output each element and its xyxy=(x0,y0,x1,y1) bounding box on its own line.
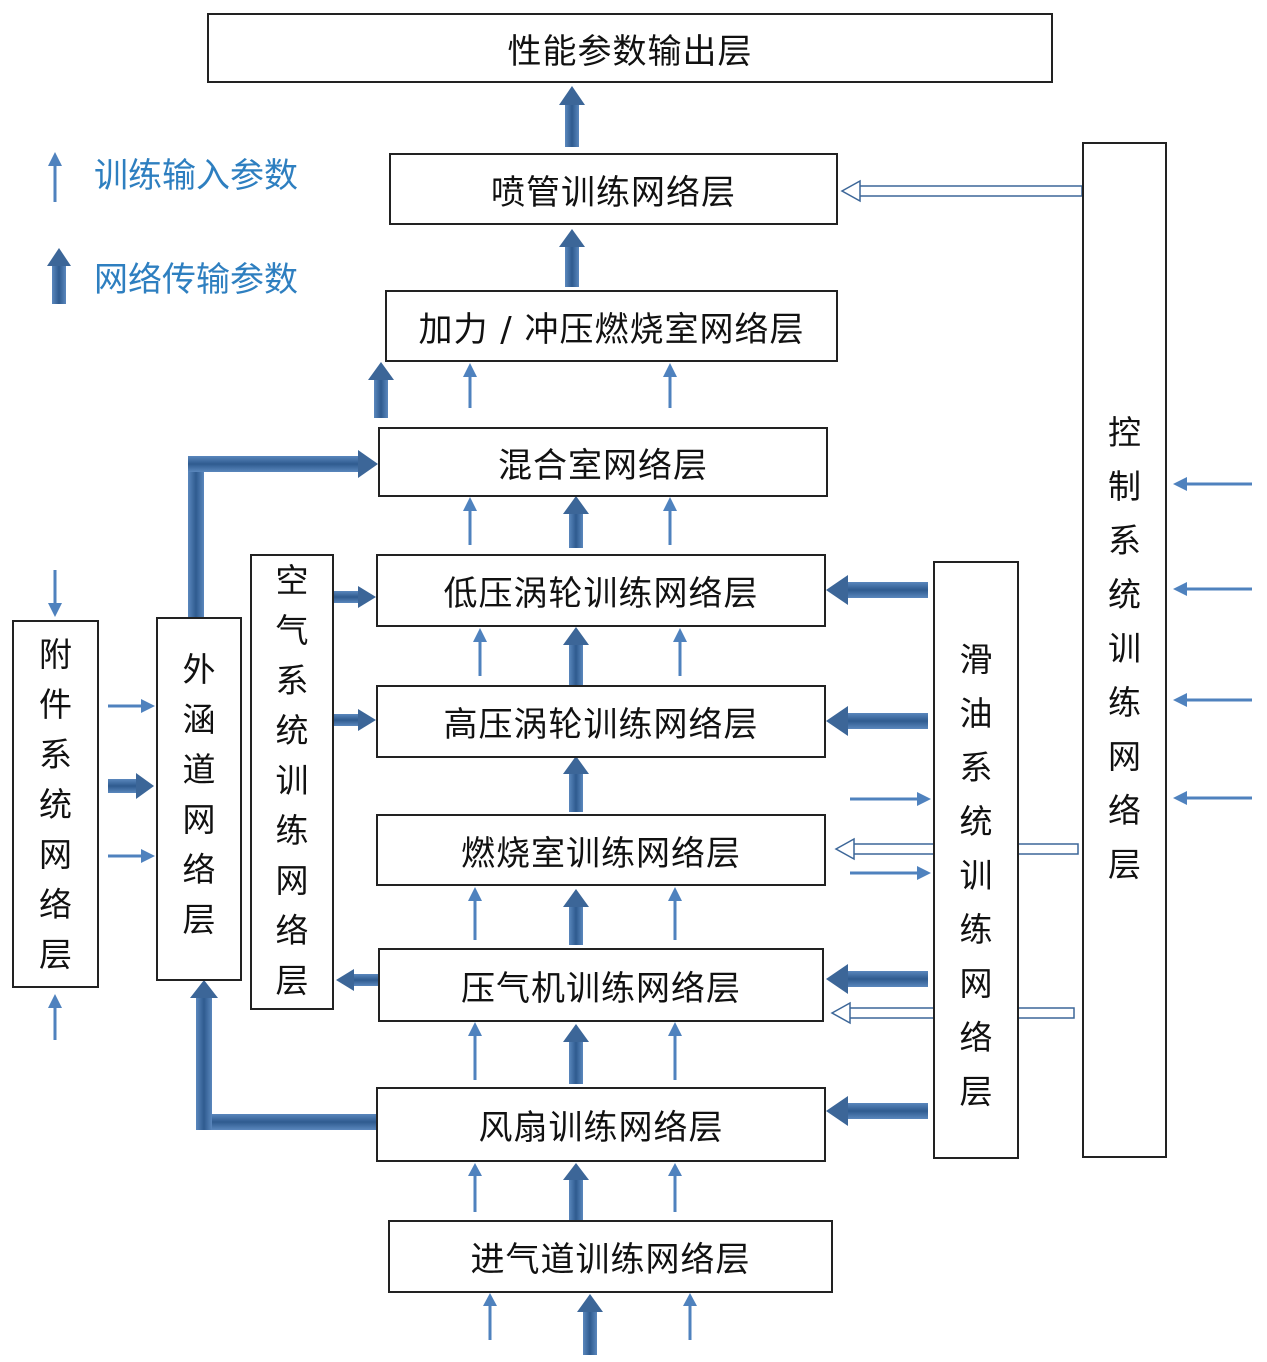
lube-system-arrows xyxy=(826,575,928,1126)
lube-system-layer: 滑油系统训练网络层 xyxy=(933,561,1019,1159)
lp-turbine-to-mixer-arrows xyxy=(463,496,677,548)
legend-training-input-label: 训练输入参数 xyxy=(94,156,298,196)
air-system-label: 空气系统训练网络层 xyxy=(275,561,309,1000)
control-system-layer: 控制系统训练网络层 xyxy=(1082,142,1167,1158)
legend-network-transfer-label: 网络传输参数 xyxy=(94,260,298,300)
control-input-arrows xyxy=(1173,477,1252,805)
output-layer: 性能参数输出层 xyxy=(207,13,1053,83)
accessory-input-arrows xyxy=(48,570,62,1040)
lp-turbine-layer: 低压涡轮训练网络层 xyxy=(376,554,826,627)
control-system-label: 控制系统训练网络层 xyxy=(1108,413,1141,884)
afterburner-to-nozzle-arrow xyxy=(559,229,585,287)
bypass-to-mixer-arrow xyxy=(188,450,378,618)
inlet-to-fan-arrows xyxy=(468,1163,682,1220)
hp-to-lp-turbine-arrows xyxy=(473,627,687,686)
combustor-to-hp-turbine-arrow xyxy=(563,756,589,812)
mixer-to-afterburner-arrows xyxy=(368,362,677,418)
bypass-layer: 外涵道网络层 xyxy=(156,617,242,981)
fan-layer: 风扇训练网络层 xyxy=(376,1087,826,1162)
lube-input-arrows xyxy=(850,792,931,880)
compressor-layer: 压气机训练网络层 xyxy=(378,948,824,1022)
fan-to-compressor-arrows xyxy=(468,1022,682,1084)
legend-thick-arrow-icon xyxy=(47,248,71,304)
bypass-label: 外涵道网络层 xyxy=(182,650,216,939)
accessory-to-bypass-arrows xyxy=(108,699,155,863)
accessory-system-layer: 附件系统网络层 xyxy=(12,620,99,988)
fan-to-bypass-arrow xyxy=(190,980,378,1130)
nozzle-layer: 喷管训练网络层 xyxy=(389,153,838,225)
nozzle-to-output-arrow xyxy=(559,86,585,147)
lube-system-label: 滑油系统训练网络层 xyxy=(959,640,993,1111)
accessory-system-label: 附件系统网络层 xyxy=(39,635,72,974)
combustor-layer: 燃烧室训练网络层 xyxy=(376,814,826,886)
inlet-input-arrows xyxy=(483,1293,697,1355)
inlet-layer: 进气道训练网络层 xyxy=(388,1220,833,1293)
mixer-layer: 混合室网络层 xyxy=(378,427,828,497)
afterburner-layer: 加力 / 冲压燃烧室网络层 xyxy=(385,290,838,362)
compressor-to-combustor-arrows xyxy=(468,887,682,945)
hp-turbine-layer: 高压涡轮训练网络层 xyxy=(376,685,826,758)
air-system-layer: 空气系统训练网络层 xyxy=(250,554,334,1010)
air-system-arrows xyxy=(334,586,378,991)
legend-thin-arrow-icon xyxy=(48,152,62,202)
